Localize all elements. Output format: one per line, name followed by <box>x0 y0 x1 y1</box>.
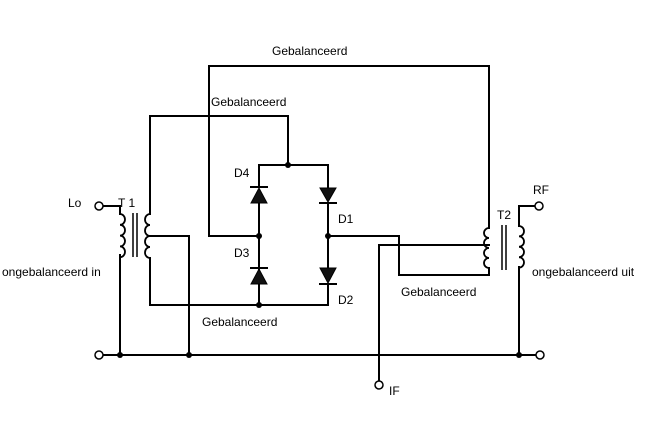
labels: Lo T 1 T2 RF IF D4 D3 D1 D2 ongebalancee… <box>2 44 635 398</box>
t1-secondary-coil <box>144 213 151 259</box>
wire-d1d2-to-t2 <box>327 235 490 276</box>
t2-primary-coil <box>483 227 490 269</box>
diode-d4 <box>250 186 268 204</box>
wire-bridge-top <box>258 164 329 189</box>
wire-t1-sec-bottom <box>149 257 329 306</box>
t1-primary-coil <box>119 213 126 259</box>
label-rf: RF <box>533 183 549 197</box>
d2-symbol <box>319 267 337 285</box>
lo-terminal <box>94 201 104 211</box>
label-t1: T 1 <box>118 196 135 210</box>
t2-secondary-coil <box>518 225 525 269</box>
ground-terminal-right <box>535 350 545 360</box>
d1-symbol <box>319 187 337 204</box>
transformer-t1 <box>119 213 151 259</box>
ground-terminal-left <box>94 350 104 360</box>
wire-top-loop <box>208 65 490 237</box>
label-balanced-top: Gebalanceerd <box>272 44 347 58</box>
diode-d1 <box>319 187 337 204</box>
terminals <box>94 201 545 390</box>
label-unbalanced-in: ongebalanceerd in <box>2 265 101 279</box>
label-balanced-right: Gebalanceerd <box>401 285 476 299</box>
transformer-t2 <box>483 225 525 270</box>
label-balanced-upper: Gebalanceerd <box>211 95 286 109</box>
junction-dot <box>285 162 291 168</box>
wire-t1-centertap <box>149 235 190 356</box>
junction-dot <box>117 352 123 358</box>
junction-dot <box>516 352 522 358</box>
label-d1: D1 <box>338 212 354 226</box>
label-balanced-lower: Gebalanceerd <box>202 315 277 329</box>
label-t2: T2 <box>497 208 511 222</box>
rf-terminal <box>534 201 544 211</box>
junction-dots <box>117 162 522 358</box>
junction-dot <box>186 352 192 358</box>
label-if: IF <box>389 384 400 398</box>
label-d2: D2 <box>338 293 354 307</box>
label-d3: D3 <box>234 246 250 260</box>
diode-d2 <box>319 267 337 285</box>
wire-t2-rf <box>518 205 536 227</box>
if-terminal <box>374 380 384 390</box>
label-d4: D4 <box>234 166 250 180</box>
junction-dot <box>325 233 331 239</box>
wires <box>102 65 537 382</box>
junction-dot <box>256 233 262 239</box>
wire-lo-to-t1 <box>102 205 121 215</box>
label-unbalanced-out: ongebalanceerd uit <box>532 265 635 279</box>
d4-symbol <box>250 186 268 204</box>
d3-symbol <box>250 267 268 285</box>
wire-t1-sec-top <box>149 115 289 215</box>
wire-if <box>378 244 490 382</box>
label-lo: Lo <box>68 196 82 210</box>
junction-dot <box>256 302 262 308</box>
diode-d3 <box>250 267 268 285</box>
